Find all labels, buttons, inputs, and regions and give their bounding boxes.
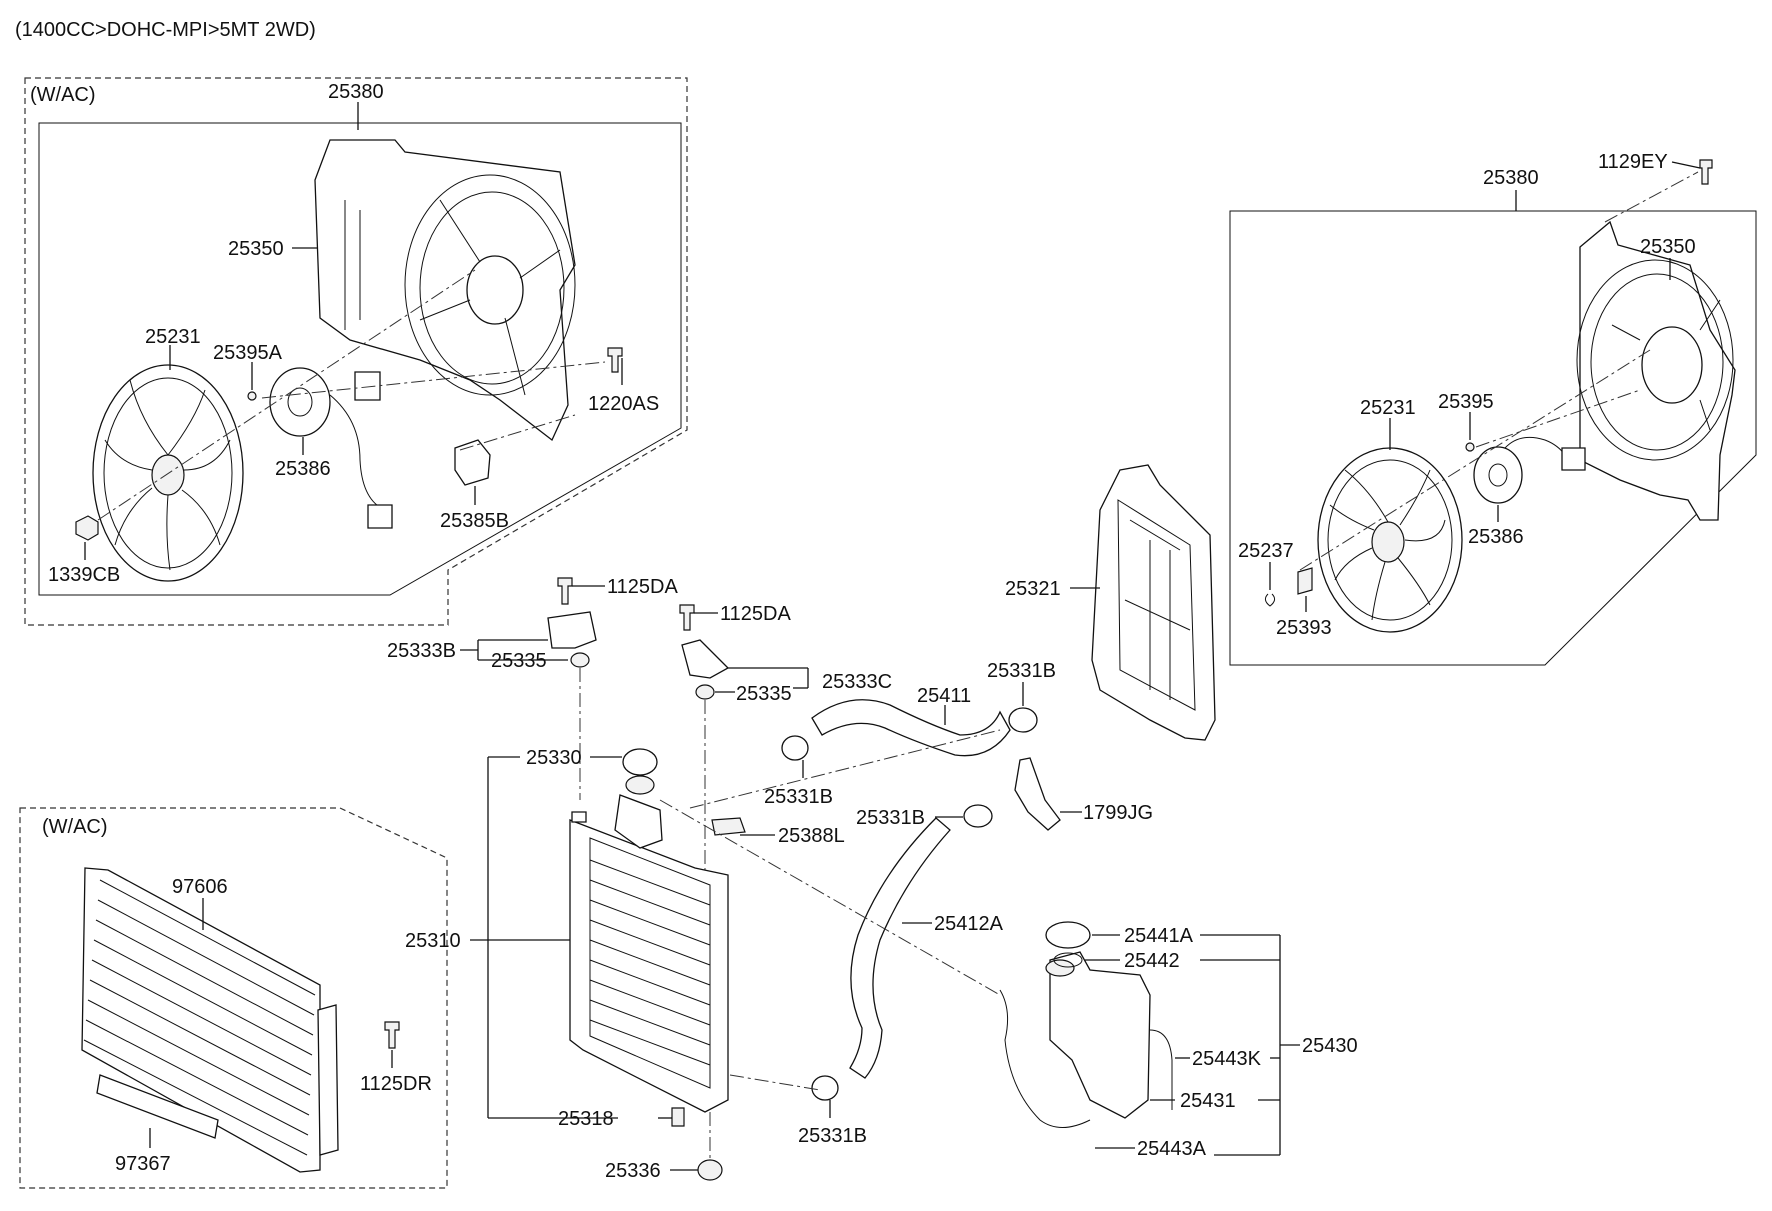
air-guard-label: 25321 [1005, 578, 1061, 600]
upper-bolt-2-label: 1125DA [720, 603, 791, 625]
radiator-drawing [569, 794, 729, 1113]
condenser-label: 97606 [172, 876, 228, 898]
left-screw-drawing [247, 391, 257, 401]
upper-bolt-1-drawing [557, 577, 573, 605]
upper-hose-drawing [811, 699, 1011, 757]
left-bolt-drawing [607, 347, 623, 373]
clamp-4-drawing [811, 1075, 839, 1101]
left-motor-label: 25386 [275, 458, 331, 480]
clamp-1-label: 25331B [987, 660, 1056, 682]
upper-mount-left: 1125DA 25333B 25335 [387, 576, 678, 800]
left-shroud-assy-label: 25380 [328, 81, 384, 103]
insulator-1-label: 25335 [491, 650, 547, 672]
right-clip-label: 25237 [1238, 540, 1294, 562]
reservoir-assy-label: 25430 [1302, 1035, 1358, 1057]
insulator-2-drawing [695, 684, 715, 700]
band-drawing [1014, 757, 1061, 831]
reservoir-hose-k-label: 25443K [1192, 1048, 1262, 1070]
right-bracket-drawing [1297, 567, 1313, 595]
reservoir-tank-label: 25431 [1180, 1090, 1236, 1112]
right-bolt-label: 1129EY [1598, 151, 1668, 173]
right-fan-group: 25380 1129EY 25350 25231 25395 [1229, 151, 1757, 666]
right-motor-drawing [1473, 436, 1586, 504]
left-shroud-drawing [314, 139, 576, 442]
left-resistor-drawing [454, 439, 491, 486]
insulator-1-drawing [570, 652, 590, 668]
clamp-3-label: 25331B [856, 807, 925, 829]
reservoir-drawing [999, 951, 1173, 1128]
insulator-2-label: 25335 [736, 683, 792, 705]
reservoir-cap-drawing [1045, 921, 1091, 949]
bracket-c-drawing [681, 639, 730, 679]
right-screw-label: 25395 [1438, 391, 1494, 413]
right-screw-drawing [1465, 442, 1475, 452]
diagram-header: (1400CC>DOHC-MPI>5MT 2WD) [15, 19, 316, 41]
right-shroud-assy-label: 25380 [1483, 167, 1539, 189]
radiator-cap-label: 25330 [526, 747, 582, 769]
left-fan-group-label: (W/AC) [30, 84, 96, 106]
reservoir-seal-drawing [1053, 952, 1083, 968]
left-motor-drawing [269, 367, 393, 529]
drain-plug-drawing [671, 1107, 685, 1127]
reservoir-cap-label: 25441A [1124, 925, 1194, 947]
condenser-bolt-label: 1125DR [360, 1073, 432, 1095]
right-motor-label: 25386 [1468, 526, 1524, 548]
left-fan-group: (W/AC) 25350 25380 25231 25395A [24, 77, 688, 626]
condenser-group-label: (W/AC) [42, 816, 108, 838]
condenser-pad-label: 97367 [115, 1153, 171, 1175]
upper-bolt-1-label: 1125DA [607, 576, 678, 598]
bracket-b-label: 25333B [387, 640, 456, 662]
right-shroud-drawing [1576, 220, 1736, 521]
clamp-2-drawing [781, 735, 809, 761]
left-nut-label: 1339CB [48, 564, 120, 586]
left-resistor-label: 25385B [440, 510, 509, 532]
upper-bolt-2-drawing [679, 604, 695, 631]
overflow-hose-drawing [711, 817, 746, 836]
radiator-cap-drawing [622, 748, 658, 776]
lower-hose-drawing [849, 817, 951, 1079]
condenser-drawing [81, 867, 339, 1173]
left-shroud-label: 25350 [228, 238, 284, 260]
upper-hose-label: 25411 [917, 685, 971, 707]
air-guard-drawing [1091, 464, 1216, 741]
clamp-1-drawing [1008, 707, 1038, 733]
clamp-3-drawing [963, 804, 993, 828]
bracket-b-drawing [547, 611, 597, 649]
drain-plug-label: 25318 [558, 1108, 614, 1130]
lower-insulator-drawing [697, 1159, 723, 1181]
reservoir-hose-a-label: 25443A [1137, 1138, 1207, 1160]
right-bolt-drawing [1699, 159, 1713, 185]
band-label: 1799JG [1083, 802, 1153, 824]
lower-insulator-label: 25336 [605, 1160, 661, 1182]
right-fan-label: 25231 [1360, 397, 1416, 419]
reservoir-seal-label: 25442 [1124, 950, 1180, 972]
left-bolt-label: 1220AS [588, 393, 659, 415]
lower-hose-label: 25412A [934, 913, 1004, 935]
left-screw-label: 25395A [213, 342, 283, 364]
clamp-4-label: 25331B [798, 1125, 867, 1147]
condenser-bolt-drawing [384, 1021, 400, 1049]
bracket-c-label: 25333C [822, 671, 892, 693]
right-fan-drawing [1317, 447, 1463, 633]
right-clip-drawing [1264, 593, 1276, 607]
left-fan-label: 25231 [145, 326, 201, 348]
overflow-hose-label: 25388L [778, 825, 845, 847]
upper-mount-right: 1125DA 25333C 25335 [679, 603, 892, 870]
radiator-label: 25310 [405, 930, 461, 952]
left-nut-drawing [75, 515, 99, 541]
right-shroud-label: 25350 [1640, 236, 1696, 258]
right-bracket-label: 25393 [1276, 617, 1332, 639]
clamp-2-label: 25331B [764, 786, 833, 808]
condenser-group: (W/AC) 97606 1125DR 97367 [19, 807, 448, 1189]
